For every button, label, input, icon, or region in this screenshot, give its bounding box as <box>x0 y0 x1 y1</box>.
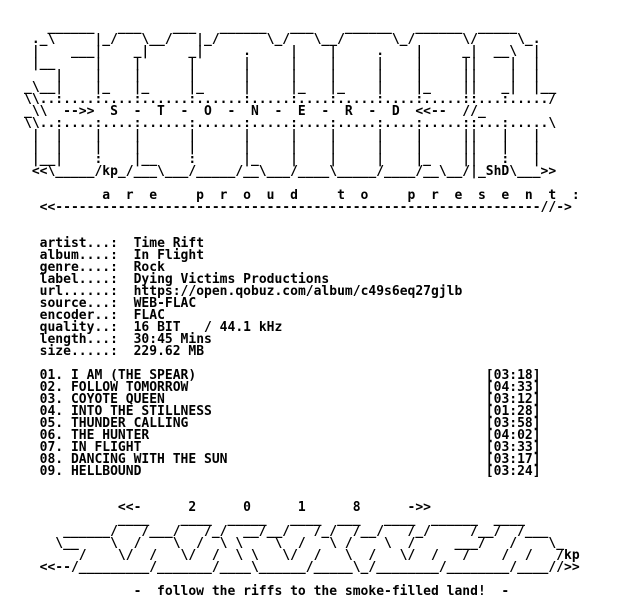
ascii-line: <<--/_________/_______/____\______/_____… <box>24 560 580 575</box>
release-info: artist...: Time Rift album....: In Fligh… <box>24 236 580 359</box>
header-ascii-logo: ______ ___ ___ ______ ___ ______ ______ … <box>24 20 580 179</box>
info-value: 229.62 MB <box>133 344 205 359</box>
info-row: encoder..: FLAC <box>24 308 580 323</box>
info-key: encoder..: <box>39 308 118 323</box>
track-row: 08. DANCING WITH THE SUN [03:17] <box>24 452 580 467</box>
track-duration: [04:02] <box>485 428 541 443</box>
info-value: FLAC <box>133 308 165 323</box>
track-row: 04. INTO THE STILLNESS [01:28] <box>24 404 580 419</box>
track-title: I AM (THE SPEAR) <box>70 368 197 383</box>
info-key: url......: <box>39 284 118 299</box>
track-duration: [03:18] <box>485 368 541 383</box>
track-title: COYOTE QUEEN <box>70 392 165 407</box>
track-row: 03. COYOTE QUEEN [03:12] <box>24 392 580 407</box>
track-number: 08. <box>39 452 64 467</box>
ascii-line: |__ | | | | | | | | || | | <box>24 56 541 71</box>
info-value: WEB-FLAC <box>133 296 197 311</box>
track-number: 09. <box>39 464 64 479</box>
ascii-line: |__| : |__ : |_ | | | |_ || : | <box>24 152 541 167</box>
track-duration: [01:28] <box>485 404 541 419</box>
info-row: size.....: 229.62 MB <box>24 344 580 359</box>
nfo-document: ______ ___ ___ ______ ___ ______ ______ … <box>24 20 580 599</box>
track-number: 02. <box>39 380 64 395</box>
track-duration: [04:33] <box>485 380 541 395</box>
info-value: In Flight <box>133 248 205 263</box>
ascii-line: | | | | | | | | | | || | | <box>24 128 541 143</box>
track-duration: [03:24] <box>485 464 541 479</box>
track-number: 07. <box>39 440 64 455</box>
info-key: source...: <box>39 296 118 311</box>
track-title: DANCING WITH THE SUN <box>70 452 228 467</box>
track-duration: [03:12] <box>485 392 541 407</box>
track-title: THUNDER CALLING <box>70 416 189 431</box>
info-value: 16 BIT / 44.1 kHz <box>133 320 283 335</box>
info-key: quality..: <box>39 320 118 335</box>
track-number: 05. <box>39 416 64 431</box>
track-title: IN FLIGHT <box>70 440 142 455</box>
tracklist: 01. I AM (THE SPEAR) [03:18] 02. FOLLOW … <box>24 368 580 479</box>
info-value: 30:45 Mins <box>133 332 212 347</box>
present-line: a r e p r o u d t o p r e s e n t : <box>24 188 580 203</box>
info-value: https://open.qobuz.com/album/c49s6eq27gj… <box>133 284 463 299</box>
year-line: <<- 2 0 1 8 ->> <box>24 500 431 515</box>
group-title: _\\ -->> S - T - O - N - E - R - D <<-- … <box>24 104 486 119</box>
track-number: 01. <box>39 368 64 383</box>
info-row: genre....: Rock <box>24 260 580 275</box>
ascii-line: | ___| _| _| . | | . | _| __\ | <box>24 44 541 59</box>
track-number: 03. <box>39 392 64 407</box>
track-duration: [03:17] <box>485 452 541 467</box>
info-row: artist...: Time Rift <box>24 236 580 251</box>
ascii-line: | | | | | | | | | || | | <box>24 68 541 83</box>
info-row: quality..: 16 BIT / 44.1 kHz <box>24 320 580 335</box>
track-row: 02. FOLLOW TOMORROW [04:33] <box>24 380 580 395</box>
track-row: 07. IN FLIGHT [03:33] <box>24 440 580 455</box>
info-value: Time Rift <box>133 236 205 251</box>
track-number: 06. <box>39 428 64 443</box>
info-key: size.....: <box>39 344 118 359</box>
ascii-line: \\..:....:....:......:......:.....:....:… <box>24 92 557 107</box>
ascii-line: \__ \ / \ / \ \ \ / \ / \ / ___/ / \_ <box>24 536 565 551</box>
track-row: 05. THUNDER CALLING [03:58] <box>24 416 580 431</box>
track-number: 04. <box>39 404 64 419</box>
tagline: - follow the riffs to the smoke-filled l… <box>24 584 510 599</box>
track-duration: [03:58] <box>485 416 541 431</box>
present-rule: <<--------------------------------------… <box>24 200 572 215</box>
info-row: length...: 30:45 Mins <box>24 332 580 347</box>
track-row: 06. THE HUNTER [04:02] <box>24 428 580 443</box>
track-row: 01. I AM (THE SPEAR) [03:18] <box>24 368 580 383</box>
info-value: Dying Victims Productions <box>133 272 330 287</box>
track-row: 09. HELLBOUND [03:24] <box>24 464 580 479</box>
ascii-line: ._\ |_/ \__/ |_/ \_/ \__/ \_/ \/ \_. <box>24 32 541 47</box>
info-key: label....: <box>39 272 118 287</box>
footer-ascii-logo: ____ ____ _____ ____ ___ ____ ______ ___… <box>24 512 580 575</box>
ascii-line: ____ ____ _____ ____ ___ ____ ______ ___… <box>24 512 525 527</box>
info-key: artist...: <box>39 236 118 251</box>
ascii-line: ______ ___ ___ ______ ___ ______ ______ … <box>24 20 518 35</box>
info-row: album....: In Flight <box>24 248 580 263</box>
ascii-line: ______/ /___/ /_/ __/__/ /_/ /__/ /_/ /_… <box>24 524 549 539</box>
ascii-line: / \/ / \/ / \ \ \/ / \ / \/ / / / / /kp <box>24 548 580 563</box>
info-key: genre....: <box>39 260 118 275</box>
info-key: album....: <box>39 248 118 263</box>
track-title: HELLBOUND <box>70 464 142 479</box>
track-title: INTO THE STILLNESS <box>70 404 212 419</box>
info-row: source...: WEB-FLAC <box>24 296 580 311</box>
info-value: Rock <box>133 260 165 275</box>
info-key: length...: <box>39 332 118 347</box>
ascii-line: _\__| |_ |_ |_ | |_ |_ | |_ || _| |__ <box>24 80 557 95</box>
info-row: url......: https://open.qobuz.com/album/… <box>24 284 580 299</box>
ascii-line: \\..:....:....:......:......:.....:....:… <box>24 116 557 131</box>
track-duration: [03:33] <box>485 440 541 455</box>
ascii-line: <<\_____/kp_/___\___/_____/__\___/____\_… <box>24 164 557 179</box>
track-title: FOLLOW TOMORROW <box>70 380 189 395</box>
info-row: label....: Dying Victims Productions <box>24 272 580 287</box>
ascii-line: | | | | | | | | | | || | | <box>24 140 541 155</box>
track-title: THE HUNTER <box>70 428 150 443</box>
